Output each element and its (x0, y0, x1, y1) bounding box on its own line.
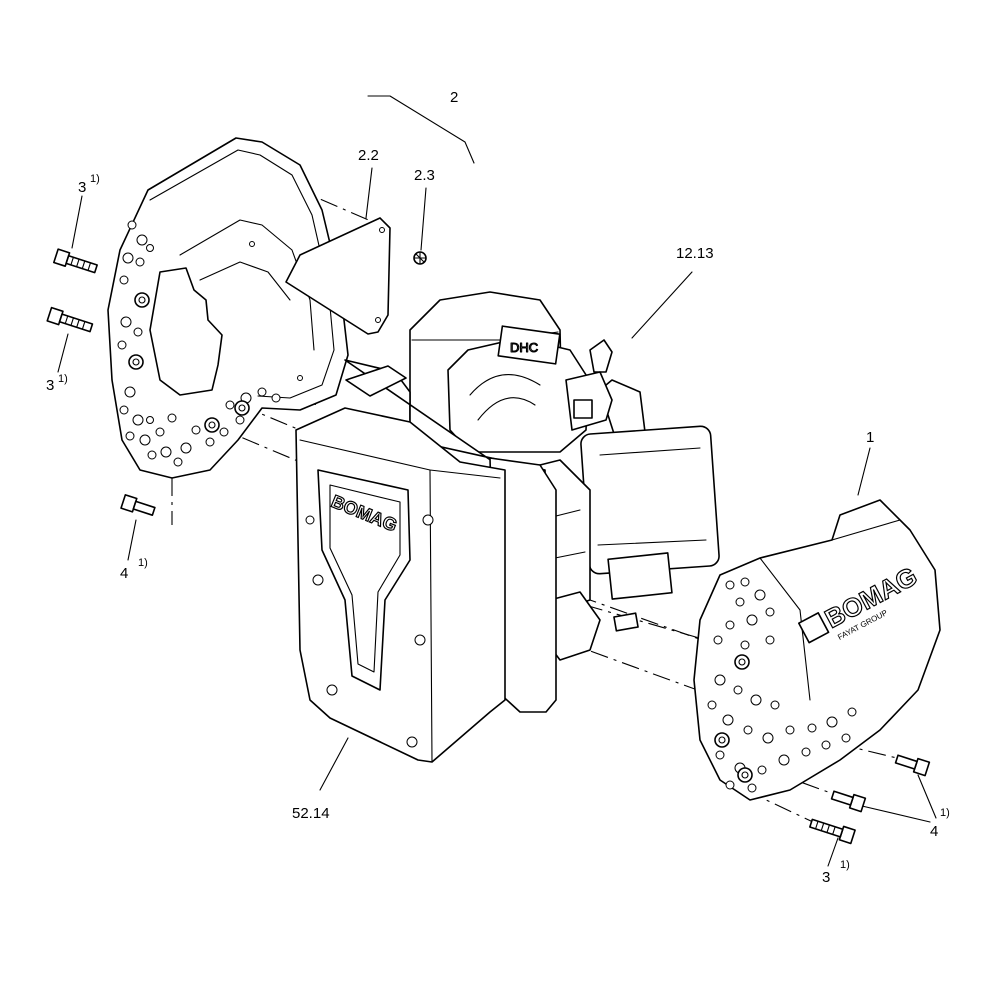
bolt-3-upper-left (53, 248, 98, 274)
leader-4-right-b (861, 805, 931, 823)
leader-assembly-2 (367, 95, 475, 164)
left-cover-inner-panel (149, 267, 223, 396)
label-part-52-14: 52.14 (292, 805, 330, 822)
left-cover-shell (107, 137, 349, 479)
label-part-2-3: 2.3 (414, 167, 435, 184)
footnote-left-4: 1) (138, 557, 148, 569)
bolt-3-right (809, 818, 856, 845)
leader-2-3 (420, 187, 427, 251)
leader-3-right (827, 837, 839, 867)
leader-3-lower-left (57, 333, 69, 373)
frame-center-recess (317, 469, 411, 691)
leader-1 (857, 447, 871, 496)
bolt-4-left (120, 494, 156, 516)
footnote-upper-left: 1) (90, 173, 100, 185)
frame-front (295, 407, 506, 763)
label-bolt-3-lower-left: 3 (46, 377, 54, 394)
footnote-lower-left: 1) (58, 373, 68, 385)
leader-12-13 (631, 271, 693, 339)
washer-2-3 (413, 251, 427, 265)
leader-2-2 (365, 167, 373, 219)
left-cover-perforations (117, 220, 281, 467)
svg-text:DHC: DHC (510, 340, 538, 355)
footnote-right-3: 1) (840, 859, 850, 871)
callout-labels: 2 2.2 2.3 12.13 1 52.14 3 1) 3 1) 4 1) 4… (46, 89, 950, 886)
left-side-cover (107, 137, 349, 479)
right-cover-perforations (707, 577, 857, 793)
bolt-4-right-lower (830, 790, 867, 813)
label-part-12-13: 12.13 (676, 245, 714, 262)
label-part-2-2: 2.2 (358, 147, 379, 164)
bolt-4-right-upper (894, 754, 931, 777)
leader-4-left (127, 519, 137, 561)
footnote-right-4: 1) (940, 807, 950, 819)
label-bolt-3-right: 3 (822, 869, 830, 886)
label-part-1: 1 (866, 429, 874, 446)
bolt-3-lower-left (46, 306, 94, 333)
frame-52-14: BOMAG (295, 359, 557, 763)
leader-4-right (917, 774, 937, 819)
right-cover-shell (693, 499, 941, 801)
leader-52-14 (319, 737, 349, 791)
leader-lines (57, 95, 937, 867)
leader-3-upper-left (71, 195, 83, 249)
label-bolt-4-right: 4 (930, 823, 938, 840)
right-front-cover: BOMAG FAYAT GROUP (693, 499, 941, 801)
plate-2-2 (285, 217, 391, 335)
label-assembly-2: 2 (450, 89, 458, 106)
label-bolt-4-left: 4 (120, 565, 128, 582)
label-bolt-3-upper-left: 3 (78, 179, 86, 196)
